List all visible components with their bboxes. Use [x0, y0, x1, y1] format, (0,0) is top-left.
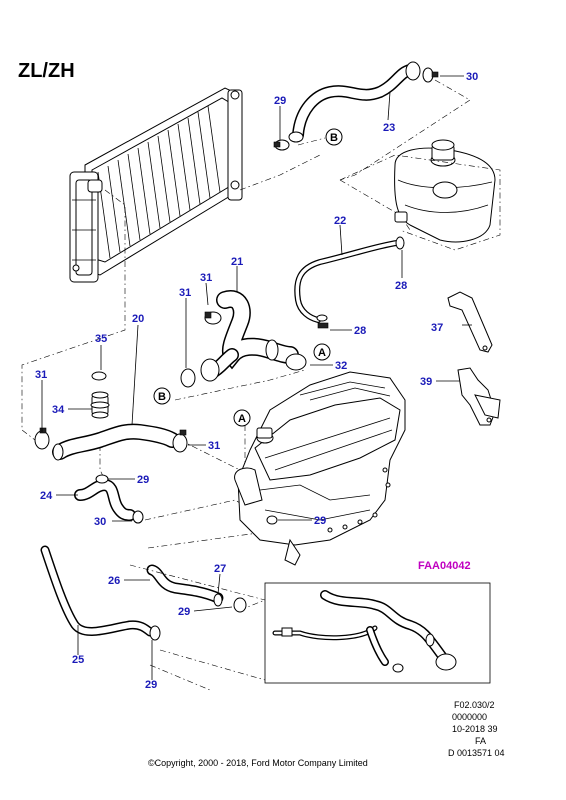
callout-leaders — [41, 75, 472, 680]
detail-box — [264, 582, 491, 684]
svg-text:A: A — [238, 413, 246, 425]
hose-26 — [146, 564, 247, 613]
callout-27[interactable]: 27 — [214, 563, 226, 575]
callout-29[interactable]: 29 — [274, 95, 286, 107]
callout-29[interactable]: 29 — [137, 474, 149, 486]
meta-line-4: FA — [475, 736, 486, 746]
drawing-metadata: F02.030/2 0000000 10-2018 39 FA D 001357… — [448, 700, 505, 758]
meta-line-5: D 0013571 04 — [448, 748, 505, 758]
hose-25 — [40, 545, 161, 641]
callout-32[interactable]: 32 — [335, 360, 347, 372]
callout-21[interactable]: 21 — [231, 256, 243, 268]
clamp-29-upper — [273, 139, 290, 151]
callout-20[interactable]: 20 — [132, 313, 144, 325]
diagram-title: ZL/ZH — [18, 60, 75, 82]
part-reference-faa04042[interactable]: FAA04042 — [418, 560, 471, 572]
callout-30[interactable]: 30 — [94, 516, 106, 528]
hose-20 — [34, 423, 188, 461]
hose-21 — [205, 290, 299, 379]
callout-31[interactable]: 31 — [35, 369, 47, 381]
copyright: ©Copyright, 2000 - 2018, Ford Motor Comp… — [148, 758, 368, 768]
svg-text:B: B — [330, 132, 338, 144]
meta-line-3: 10-2018 39 — [452, 724, 498, 734]
expansion-tank — [394, 139, 496, 243]
ref-marker-b1: B — [325, 128, 343, 146]
thermostat-housing — [90, 371, 110, 419]
hose-24 — [74, 474, 144, 524]
svg-text:B: B — [158, 391, 166, 403]
hose-23 — [288, 61, 421, 143]
callout-25[interactable]: 25 — [72, 654, 84, 666]
ref-marker-b2: B — [153, 387, 171, 405]
callout-28[interactable]: 28 — [354, 325, 366, 337]
ref-marker-a2: A — [233, 409, 251, 427]
meta-line-1: F02.030/2 — [454, 700, 495, 710]
engine — [234, 371, 406, 566]
hose-22 — [294, 236, 405, 329]
callout-22[interactable]: 22 — [334, 215, 346, 227]
callout-31[interactable]: 31 — [200, 272, 212, 284]
ref-marker-a1: A — [313, 343, 331, 361]
bracket-37 — [447, 291, 493, 353]
callout-34[interactable]: 34 — [52, 404, 65, 416]
callout-31[interactable]: 31 — [179, 287, 191, 299]
svg-text:A: A — [318, 347, 326, 359]
callout-28[interactable]: 28 — [395, 280, 407, 292]
callout-29[interactable]: 29 — [178, 606, 190, 618]
clamp-30-upper — [422, 67, 439, 83]
callout-29[interactable]: 29 — [314, 515, 326, 527]
callout-24[interactable]: 24 — [40, 490, 53, 502]
callout-23[interactable]: 23 — [383, 122, 395, 134]
bracket-39 — [457, 367, 501, 426]
radiator — [69, 87, 243, 283]
callout-29[interactable]: 29 — [145, 679, 157, 691]
callout-37[interactable]: 37 — [431, 322, 443, 334]
callout-39[interactable]: 39 — [420, 376, 432, 388]
callout-30[interactable]: 30 — [466, 71, 478, 83]
meta-line-2: 0000000 — [452, 712, 487, 722]
callout-35[interactable]: 35 — [95, 333, 107, 345]
callout-31[interactable]: 31 — [208, 440, 220, 452]
callout-26[interactable]: 26 — [108, 575, 120, 587]
clamps-31-upper — [180, 311, 307, 388]
